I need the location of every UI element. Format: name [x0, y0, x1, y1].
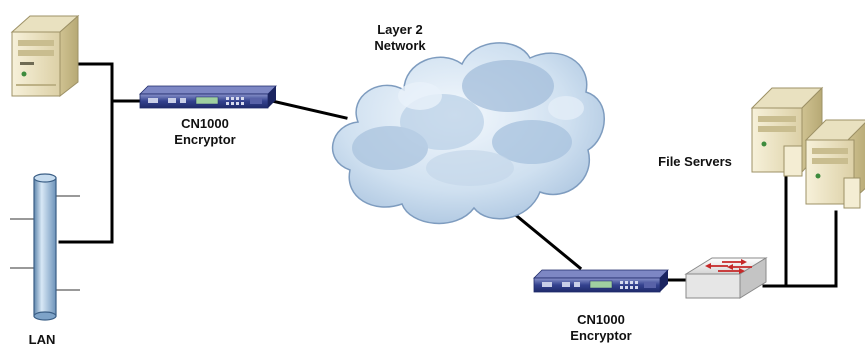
- cloud-label-line2: Network: [374, 38, 426, 53]
- rack-appliance-icon: [533, 269, 669, 293]
- encryptor-bottom-label-line2: Encryptor: [570, 328, 632, 343]
- encryptor-top-label: CN1000 Encryptor: [160, 116, 250, 148]
- link-cloud-to-encryptor-bottom: [509, 209, 583, 271]
- cloud-label-line1: Layer 2: [377, 22, 423, 37]
- desktop-tower-icon: [10, 14, 80, 98]
- lan-bus-pipe-icon: [10, 173, 80, 321]
- rack-appliance-icon: [139, 85, 277, 109]
- encryptor-top-label-line1: CN1000: [181, 116, 229, 131]
- link-switch-to-servers: [762, 210, 838, 288]
- encryptor-bottom-label: CN1000 Encryptor: [556, 312, 646, 344]
- link-bus-to-lan: [58, 98, 114, 244]
- server-tower-icon: [804, 119, 865, 209]
- encryptor-bottom-label-line1: CN1000: [577, 312, 625, 327]
- link-encryptor-top-to-cloud: [270, 99, 348, 120]
- connection-lines: [58, 62, 838, 288]
- cloud-label: Layer 2 Network: [358, 22, 442, 54]
- network-cloud-icon: [331, 42, 605, 225]
- link-workstation-to-bus: [76, 62, 114, 102]
- file-servers-label: File Servers: [658, 154, 732, 169]
- network-switch-icon: [684, 257, 768, 299]
- encryptor-top-label-line2: Encryptor: [174, 132, 236, 147]
- lan-label: LAN: [28, 332, 56, 347]
